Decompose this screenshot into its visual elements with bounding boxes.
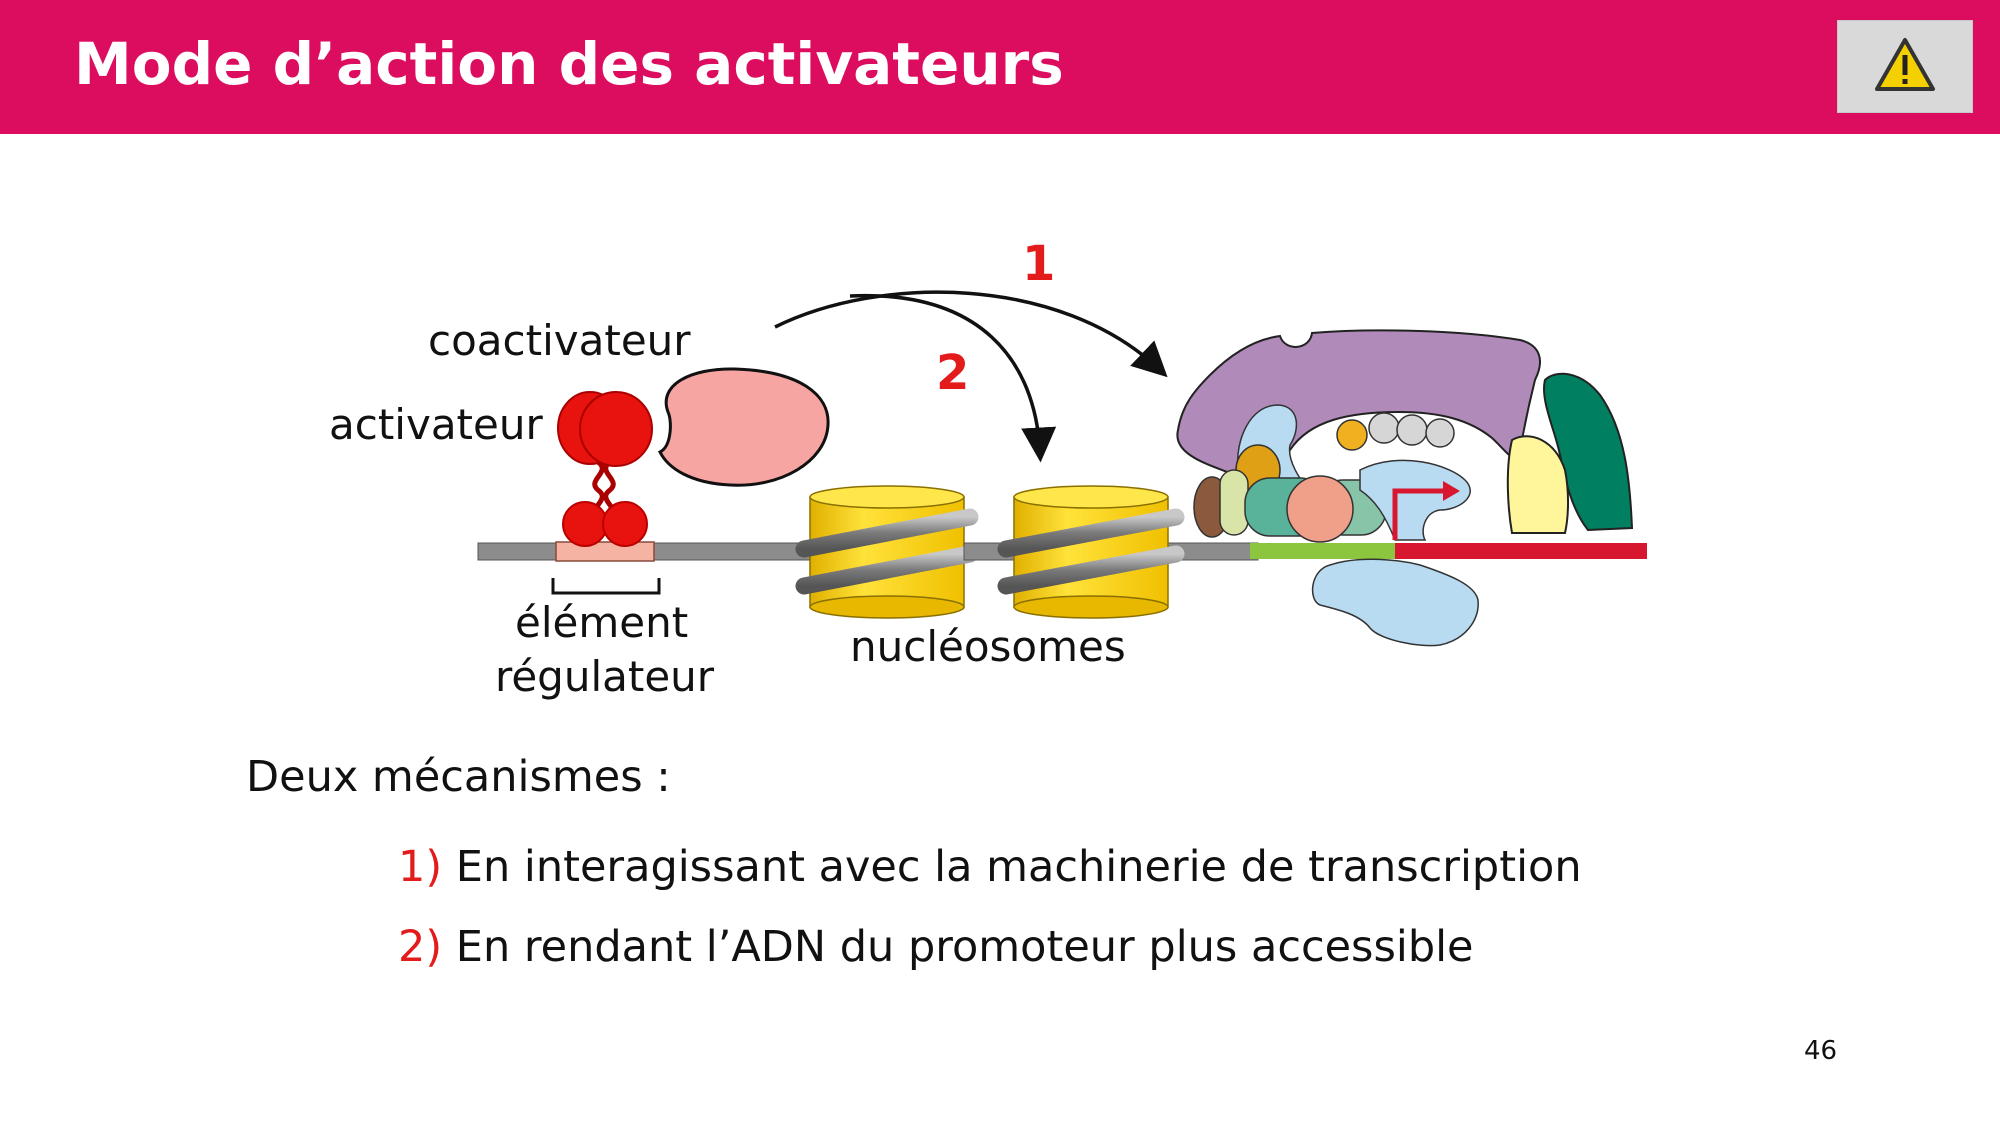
activator [557,391,653,547]
list-item-text: En interagissant avec la machinerie de t… [442,842,1582,892]
label-regulatory-element-line2: régulateur [495,652,715,701]
promoter-segment-green [1250,543,1395,559]
page-number: 46 [1804,1036,1838,1066]
nucleosome-1 [795,485,979,619]
list-item-number: 1) [398,842,443,892]
list-item: 2) En rendant l’ADN du promoteur plus ac… [398,922,1474,972]
label-nucleosomes: nucléosomes [850,622,1126,671]
regulatory-element [555,541,655,562]
title-bar: Mode d’action des activateurs [0,0,2000,134]
label-arrow-2: 2 [936,345,970,401]
label-regulatory-element-line1: élément [515,598,689,647]
regulatory-bracket [551,578,661,595]
activator-mechanism-diagram [477,290,1647,647]
warning-triangle-icon [1875,38,1935,91]
arrow-1 [774,290,1168,378]
page-title: Mode d’action des activateurs [74,30,1064,98]
nucleosome-2 [997,485,1185,619]
warning-button[interactable] [1837,20,1973,113]
list-item-text: En rendant l’ADN du promoteur plus acces… [442,922,1474,972]
coactivator [657,367,830,487]
label-coactivator: coactivateur [428,316,691,365]
promoter-segment-red [1395,543,1647,559]
intro-text: Deux mécanismes : [246,752,671,802]
label-arrow-1: 1 [1022,236,1056,292]
list-item-number: 2) [398,922,443,972]
transcription-machinery [1176,329,1634,647]
label-activator: activateur [329,400,543,449]
arrow-2 [849,293,1057,463]
list-item: 1) En interagissant avec la machinerie d… [398,842,1582,892]
